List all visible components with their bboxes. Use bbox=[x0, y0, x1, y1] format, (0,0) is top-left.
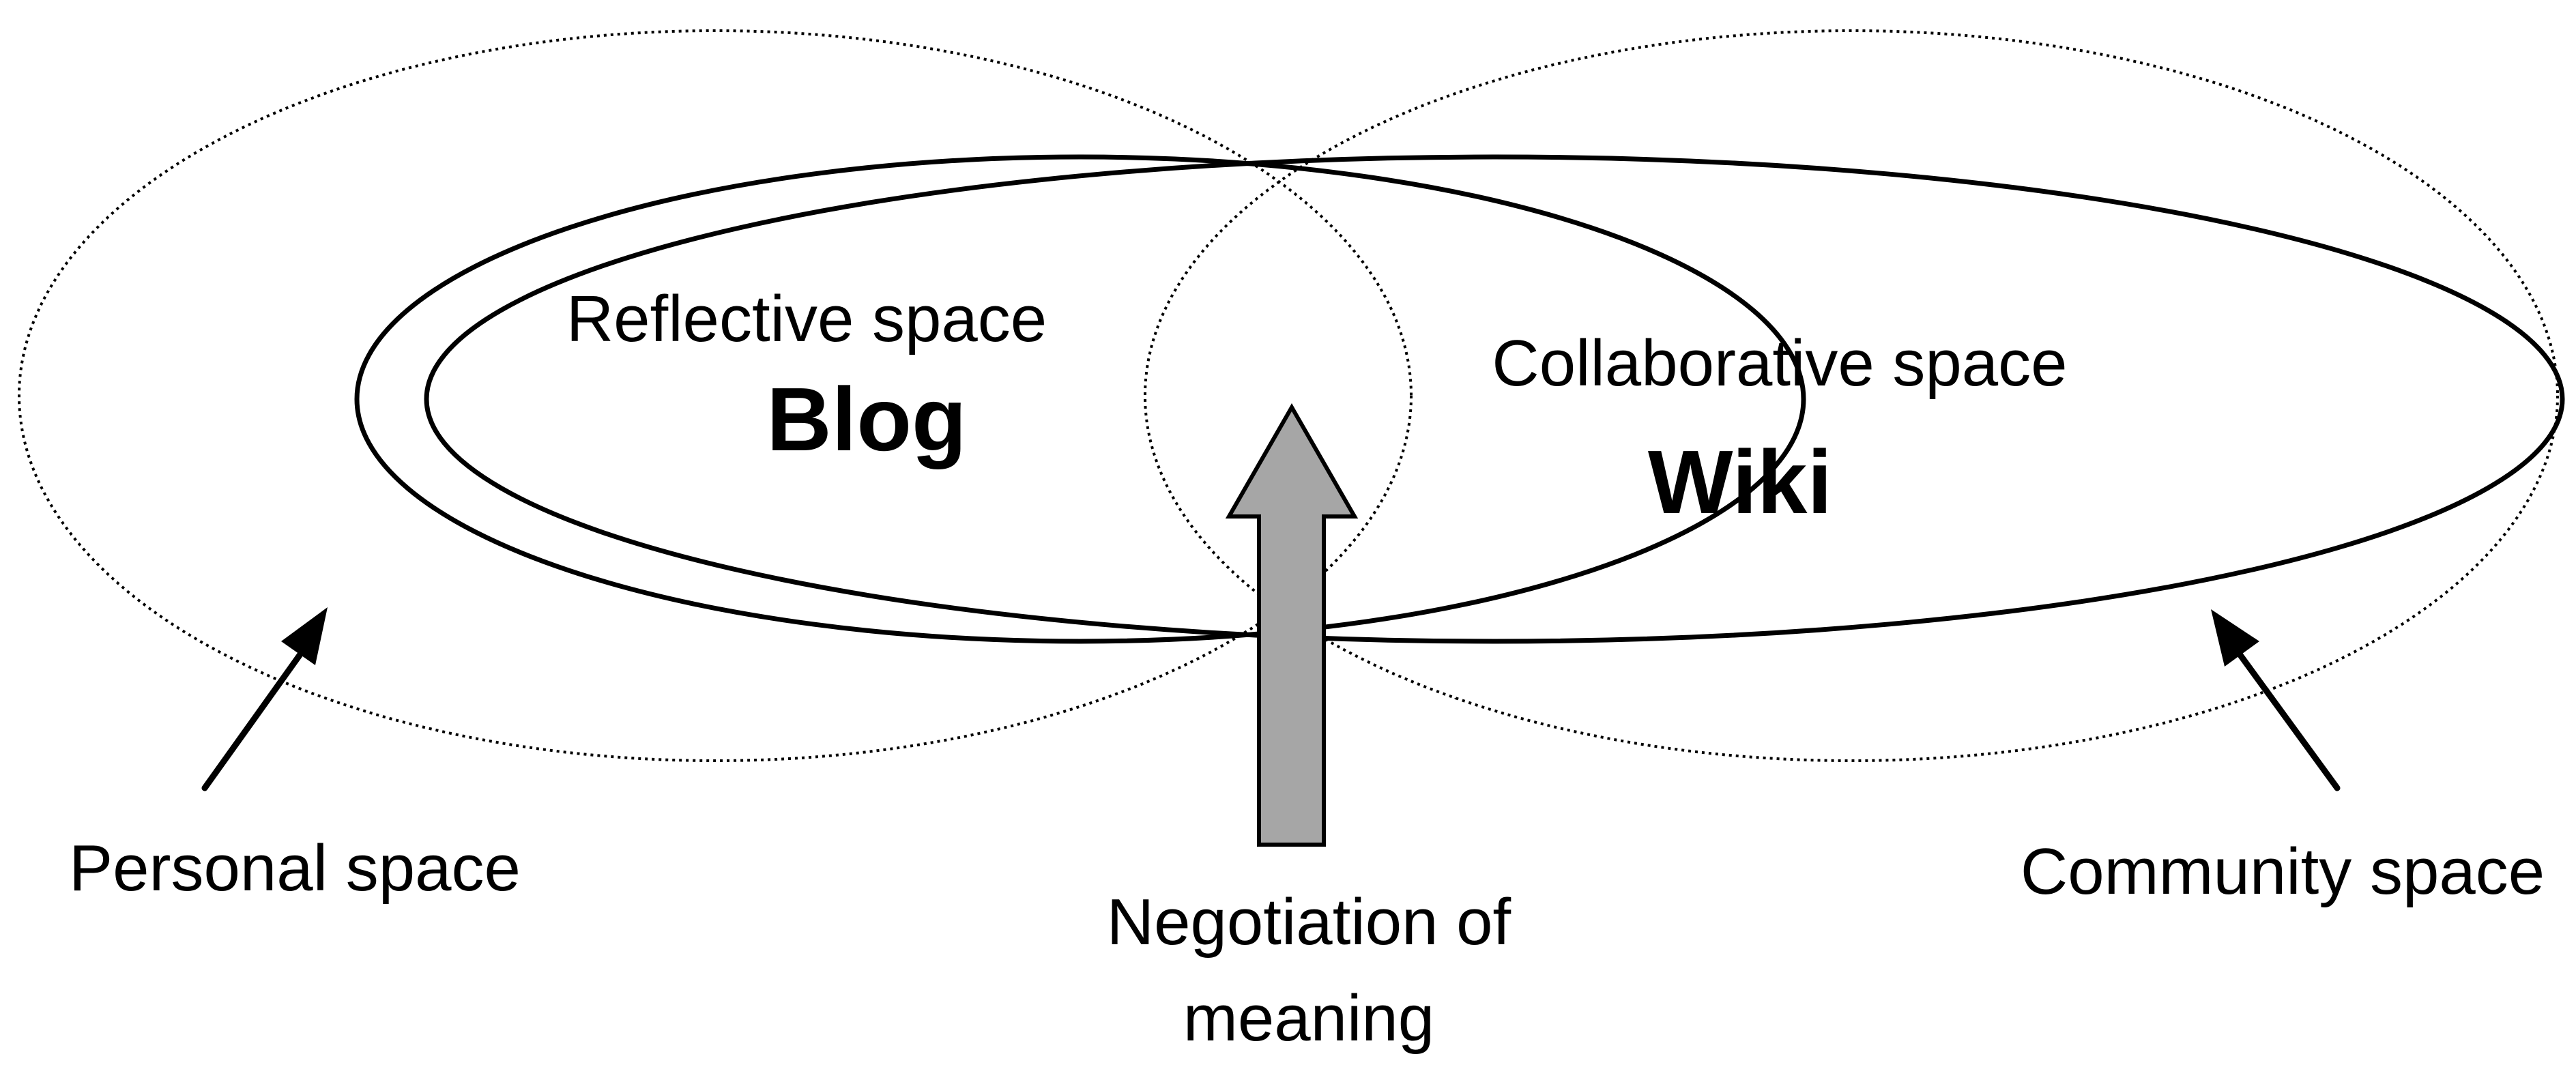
reflective-space-ellipse bbox=[354, 154, 1806, 644]
wiki-label: Wiki bbox=[1648, 432, 1832, 532]
negotiation-label-line2: meaning bbox=[1183, 982, 1434, 1055]
blog-label: Blog bbox=[766, 369, 966, 469]
community-space-label: Community space bbox=[2021, 835, 2545, 908]
community-space-pointer-line bbox=[2229, 641, 2341, 791]
negotiation-label-line1: Negotiation of bbox=[1107, 886, 1511, 959]
personal-space-ellipse bbox=[18, 29, 1413, 762]
personal-space-pointer-line bbox=[201, 641, 310, 791]
collaborative-space-ellipse bbox=[424, 154, 2565, 644]
reflective-space-label: Reflective space bbox=[566, 282, 1047, 355]
negotiation-arrow bbox=[1225, 403, 1359, 847]
personal-space-label: Personal space bbox=[69, 832, 521, 905]
collaborative-space-label: Collaborative space bbox=[1492, 327, 2067, 400]
community-space-pointer-head bbox=[2211, 609, 2259, 667]
personal-space-pointer-head bbox=[281, 607, 328, 665]
community-space-ellipse bbox=[1144, 29, 2559, 762]
